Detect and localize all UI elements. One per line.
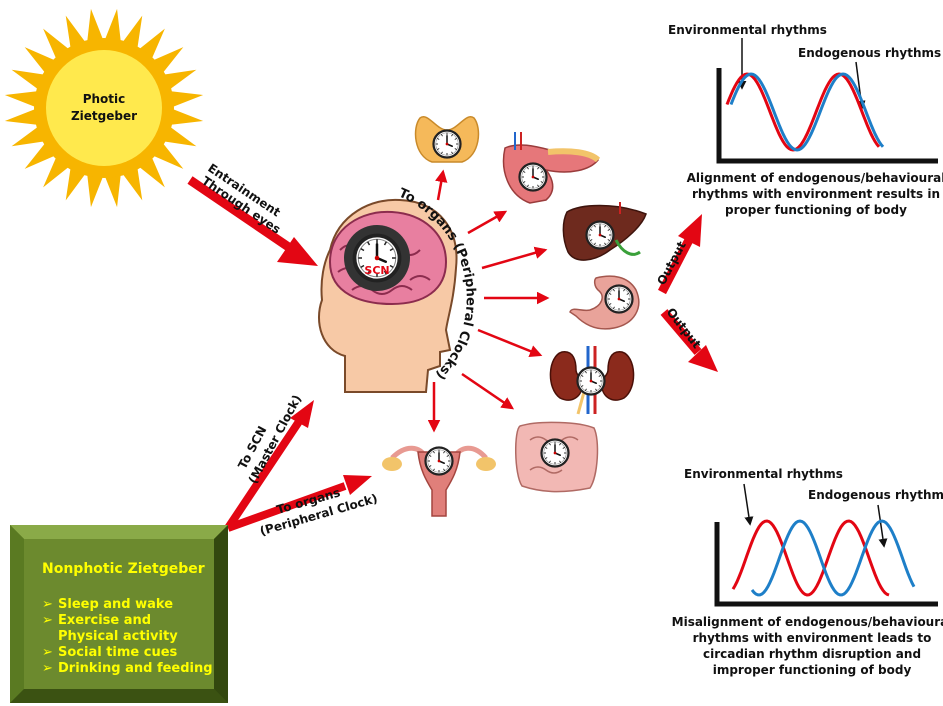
list-item-text: Social time cues [58,645,178,660]
photic-label-line2: Zietgeber [71,109,137,123]
liver-icon [563,202,646,260]
output-label-bottom: Output [664,305,704,351]
aligned-endo-wave [731,74,883,150]
intestine-icon [516,422,598,491]
misaligned-caption-line1: Misalignment of endogenous/behavioural [672,615,943,629]
aligned-caption-line1: Alignment of endogenous/behavioural [687,171,943,185]
nonphotic-title: Nonphotic Zietgeber [42,561,205,577]
aligned-caption-line3: proper functioning of body [725,203,907,217]
list-bullet: ➢ [42,613,53,628]
list-item-text: Exercise and [58,613,151,628]
list-bullet: ➢ [42,597,53,612]
misaligned-endo-label: Endogenous rhythms [808,488,943,502]
photic-label-line1: Photic [83,92,126,106]
sun-icon [5,9,203,207]
aligned-endo-label: Endogenous rhythms [798,46,941,60]
list-bullet: ➢ [42,661,53,676]
aligned-panel: Environmental rhythms Endogenous rhythms… [668,23,943,217]
list-item-text: Physical activity [58,629,178,644]
aligned-env-label: Environmental rhythms [668,23,827,37]
kidney-icon [550,346,633,414]
list-item-text: Sleep and wake [58,597,173,612]
list-bullet: ➢ [42,645,53,660]
scn-clock-icon [344,225,410,291]
pancreas-icon [504,132,598,203]
uterus-icon [382,448,496,517]
aligned-caption-line2: rhythms with environment results in [692,187,940,201]
misaligned-panel: Environmental rhythms Endogenous rhythms… [672,467,943,677]
stomach-icon [570,276,639,329]
thyroid-icon [416,117,479,162]
scn-label: SCN [364,264,389,277]
misaligned-caption-line3: circadian rhythm disruption and [703,647,921,661]
misaligned-env-label: Environmental rhythms [684,467,843,481]
misaligned-caption-line4: improper functioning of body [713,663,912,677]
list-item-text: Drinking and feeding [58,661,213,676]
misaligned-caption-line2: rhythms with environment leads to [693,631,932,645]
